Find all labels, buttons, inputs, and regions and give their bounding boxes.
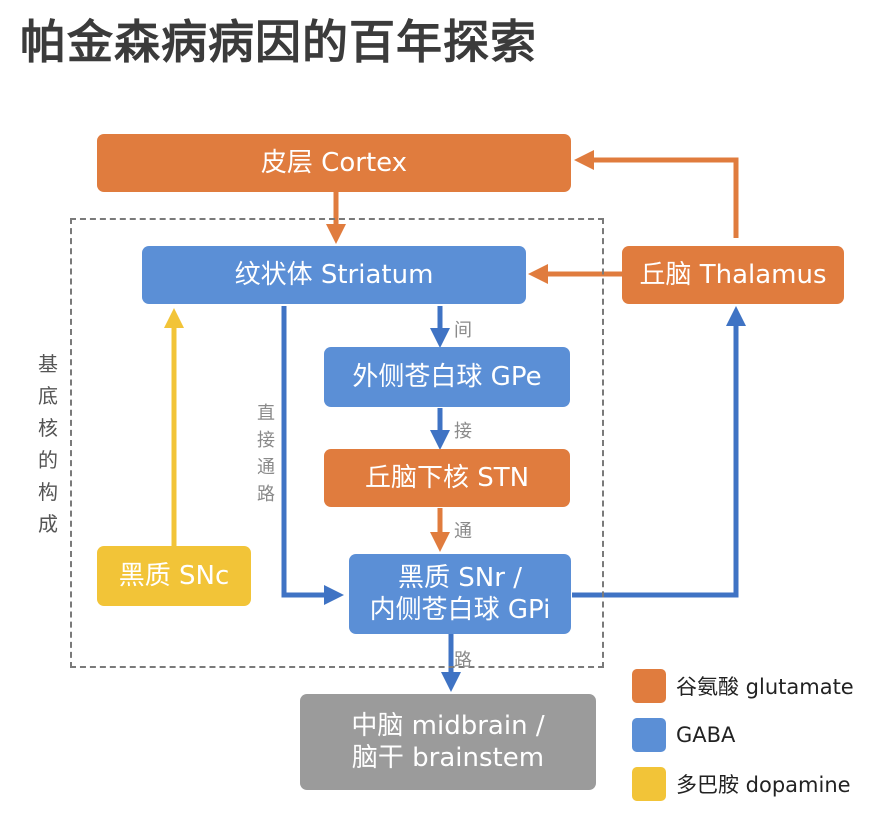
- midbrain-label-line2: 脑干 brainstem: [351, 743, 545, 773]
- snc-node: 黑质 SNc: [97, 546, 251, 606]
- snr-gpi-label-line1: 黑质 SNr /: [398, 562, 522, 593]
- legend-dopamine: 多巴胺 dopamine: [632, 767, 851, 801]
- basal-ganglia-label: 基底核的构成: [38, 352, 58, 536]
- gpe-label: 外侧苍白球 GPe: [352, 361, 542, 392]
- direct-pathway-label: 直接通路: [257, 403, 275, 505]
- legend-label: GABA: [676, 723, 736, 747]
- snr-gpi-label-line2: 内侧苍白球 GPi: [369, 595, 551, 625]
- indirect-pathway-char: 路: [454, 650, 472, 671]
- arrow-direct-pathway: [281, 306, 344, 605]
- page-title: 帕金森病病因的百年探索: [20, 15, 537, 69]
- snc-label: 黑质 SNc: [118, 560, 230, 591]
- basal-ganglia-boundary: [70, 218, 604, 668]
- legend-glutamate: 谷氨酸 glutamate: [632, 669, 854, 703]
- thalamus-label: 丘脑 Thalamus: [639, 259, 827, 290]
- stn-node: 丘脑下核 STN: [324, 449, 570, 507]
- arrow-thalamus-cortex: [574, 150, 739, 238]
- legend-label: 多巴胺 dopamine: [676, 773, 851, 797]
- stn-label: 丘脑下核 STN: [364, 462, 530, 493]
- legend-swatch-dopamine: [632, 767, 666, 801]
- striatum-label: 纹状体 Striatum: [234, 259, 434, 290]
- indirect-pathway-char: 间: [454, 320, 472, 341]
- midbrain-label-line1: 中脑 midbrain /: [351, 710, 545, 741]
- arrow-snr-thalamus: [572, 306, 746, 598]
- cortex-label: 皮层 Cortex: [260, 147, 408, 178]
- legend-swatch-gaba: [632, 718, 666, 752]
- legend-gaba: GABA: [632, 718, 735, 752]
- midbrain-node: 中脑 midbrain / 脑干 brainstem: [300, 694, 596, 790]
- gpe-node: 外侧苍白球 GPe: [324, 347, 570, 407]
- legend-swatch-glutamate: [632, 669, 666, 703]
- thalamus-node: 丘脑 Thalamus: [622, 246, 844, 304]
- legend-label: 谷氨酸 glutamate: [676, 675, 854, 699]
- indirect-pathway-char: 通: [454, 521, 472, 542]
- cortex-node: 皮层 Cortex: [97, 134, 571, 192]
- indirect-pathway-char: 接: [454, 421, 472, 442]
- striatum-node: 纹状体 Striatum: [142, 246, 526, 304]
- snr-gpi-node: 黑质 SNr / 内侧苍白球 GPi: [349, 554, 571, 634]
